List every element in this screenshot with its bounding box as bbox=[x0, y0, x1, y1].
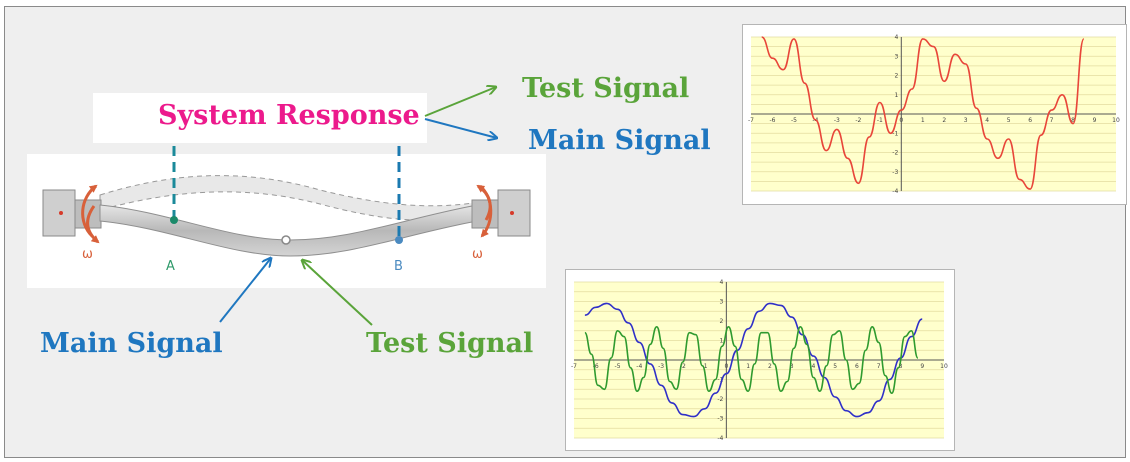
x-tick-label: -3 bbox=[834, 117, 840, 124]
y-tick-label: -3 bbox=[892, 169, 898, 176]
system-response-box bbox=[93, 93, 427, 143]
y-tick-label: -4 bbox=[892, 188, 898, 195]
x-tick-label: -2 bbox=[680, 363, 686, 370]
y-tick-label: 4 bbox=[720, 279, 724, 286]
x-tick-label: 3 bbox=[790, 363, 794, 370]
left-rotation-arrow-lower bbox=[86, 205, 100, 244]
y-tick-label: 3 bbox=[894, 53, 898, 60]
main-signal-label-top: Main Signal bbox=[528, 125, 711, 156]
x-tick-label: -2 bbox=[855, 117, 861, 124]
y-tick-label: 1 bbox=[720, 338, 724, 345]
x-tick-label: 1 bbox=[746, 363, 750, 370]
x-tick-label: 7 bbox=[1050, 117, 1054, 124]
x-tick-label: 9 bbox=[1093, 117, 1097, 124]
midpoint-marker bbox=[281, 235, 291, 245]
x-tick-label: -7 bbox=[748, 117, 754, 124]
x-tick-label: 5 bbox=[833, 363, 837, 370]
x-tick-label: 3 bbox=[964, 117, 968, 124]
y-tick-label: -3 bbox=[717, 416, 723, 423]
y-tick-label: 2 bbox=[720, 318, 724, 325]
x-tick-label: 8 bbox=[899, 363, 903, 370]
x-tick-label: 6 bbox=[1028, 117, 1032, 124]
x-tick-label: 1 bbox=[921, 117, 925, 124]
x-tick-label: -5 bbox=[615, 363, 621, 370]
arrow-to-main-signal bbox=[424, 118, 497, 138]
test-signal-label-top: Test Signal bbox=[522, 73, 690, 104]
x-tick-label: 0 bbox=[724, 363, 728, 370]
x-tick-label: -1 bbox=[702, 363, 708, 370]
y-tick-label: 2 bbox=[894, 73, 898, 80]
x-tick-label: 9 bbox=[920, 363, 924, 370]
x-tick-label: -1 bbox=[877, 117, 883, 124]
x-tick-label: -5 bbox=[791, 117, 797, 124]
arrow-to-test-signal bbox=[424, 87, 496, 117]
omega-left-label: ω bbox=[82, 247, 93, 262]
y-tick-label: -4 bbox=[717, 435, 723, 442]
x-tick-label: -6 bbox=[769, 117, 775, 124]
series-line-1 bbox=[584, 325, 919, 395]
x-tick-label: 10 bbox=[1112, 117, 1120, 124]
point-a-marker bbox=[170, 216, 178, 224]
x-tick-label: 6 bbox=[855, 363, 859, 370]
series-line-0 bbox=[761, 36, 1085, 190]
point-a-label: A bbox=[166, 259, 175, 274]
left-end-dot bbox=[59, 211, 63, 215]
y-tick-label: -1 bbox=[717, 377, 723, 384]
test-signal-label-bottom: Test Signal bbox=[366, 328, 534, 359]
x-tick-label: -4 bbox=[636, 363, 642, 370]
x-tick-label: 10 bbox=[940, 363, 948, 370]
y-tick-label: -2 bbox=[717, 396, 723, 403]
x-tick-label: 2 bbox=[768, 363, 772, 370]
y-tick-label: 1 bbox=[894, 92, 898, 99]
deflected-beam bbox=[99, 204, 473, 257]
y-tick-label: 3 bbox=[720, 299, 724, 306]
y-tick-label: -2 bbox=[892, 150, 898, 157]
x-tick-label: 5 bbox=[1007, 117, 1011, 124]
point-b-label: B bbox=[394, 259, 403, 274]
x-tick-label: 2 bbox=[942, 117, 946, 124]
x-tick-label: -3 bbox=[658, 363, 664, 370]
x-tick-label: -6 bbox=[593, 363, 599, 370]
x-tick-label: 4 bbox=[985, 117, 989, 124]
right-end-dot bbox=[510, 211, 514, 215]
x-tick-label: 8 bbox=[1071, 117, 1075, 124]
x-tick-label: 0 bbox=[899, 117, 903, 124]
series-line-0 bbox=[584, 302, 923, 418]
system-response-label: System Response bbox=[158, 100, 420, 131]
y-tick-label: 4 bbox=[894, 34, 898, 41]
x-tick-label: -7 bbox=[571, 363, 577, 370]
x-tick-label: 4 bbox=[811, 363, 815, 370]
x-tick-label: 7 bbox=[877, 363, 881, 370]
omega-right-label: ω bbox=[472, 247, 483, 262]
main-signal-label-bottom: Main Signal bbox=[40, 328, 223, 359]
y-tick-label: -1 bbox=[892, 130, 898, 137]
ghost-beam-outline bbox=[99, 175, 481, 221]
right-rotation-arrow-upper bbox=[476, 184, 492, 221]
arrow-test-signal-to-beam bbox=[302, 260, 373, 326]
right-end-collar bbox=[471, 199, 499, 229]
arrow-main-signal-to-beam bbox=[219, 258, 271, 323]
point-b-marker bbox=[395, 236, 403, 244]
